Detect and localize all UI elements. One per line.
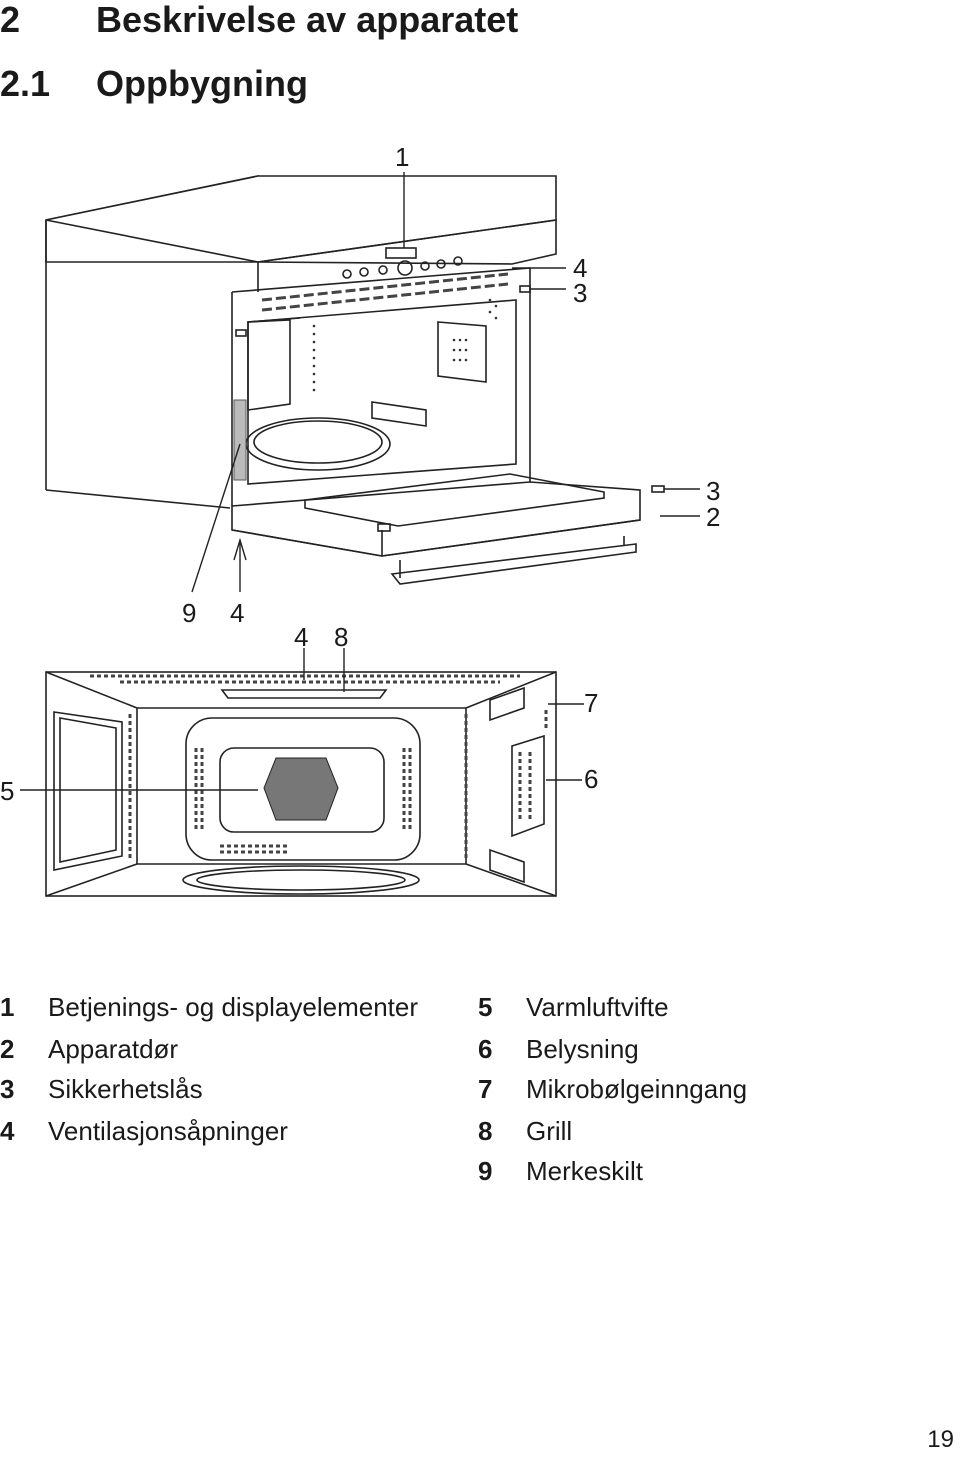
- callout-3-top: 3: [573, 278, 588, 308]
- page-number: 19: [927, 1426, 954, 1453]
- legend-num: 1: [0, 992, 15, 1022]
- legend-label: Ventilasjonsåpninger: [48, 1116, 288, 1146]
- callout-3-door: 3: [706, 476, 721, 506]
- callout-8: 8: [334, 622, 349, 652]
- legend-num: 8: [478, 1116, 493, 1146]
- legend-num: 9: [478, 1156, 493, 1186]
- callout-6: 6: [584, 764, 599, 794]
- legend-label: Belysning: [526, 1034, 639, 1064]
- callout-7: 7: [584, 688, 599, 718]
- callout-4-top: 4: [573, 253, 588, 283]
- legend-num: 4: [0, 1116, 15, 1146]
- subheading-title: Oppbygning: [96, 63, 308, 104]
- legend-num: 5: [478, 992, 493, 1022]
- callout-9: 9: [182, 598, 197, 628]
- callout-2-door: 2: [706, 502, 721, 532]
- callout-5: 5: [0, 776, 15, 806]
- legend-label: Apparatdør: [48, 1034, 179, 1064]
- legend-label: Grill: [526, 1116, 573, 1146]
- legend-label: Betjenings- og displayelementer: [48, 992, 418, 1022]
- legend-num: 3: [0, 1074, 15, 1104]
- callout-4-bottom: 4: [294, 622, 309, 652]
- legend-label: Sikkerhetslås: [48, 1074, 203, 1104]
- legend-label: Varmluftvifte: [526, 992, 669, 1022]
- heading-number: 2: [0, 0, 21, 40]
- callout-4-left: 4: [230, 598, 245, 628]
- legend-label: Mikrobølgeinngang: [526, 1074, 748, 1104]
- heading-title: Beskrivelse av apparatet: [96, 0, 519, 40]
- subheading-number: 2.1: [0, 63, 51, 104]
- legend-num: 7: [478, 1074, 493, 1104]
- legend-num: 6: [478, 1034, 493, 1064]
- legend-num: 2: [0, 1034, 15, 1064]
- legend-label: Merkeskilt: [526, 1156, 644, 1186]
- callout-1: 1: [395, 142, 410, 172]
